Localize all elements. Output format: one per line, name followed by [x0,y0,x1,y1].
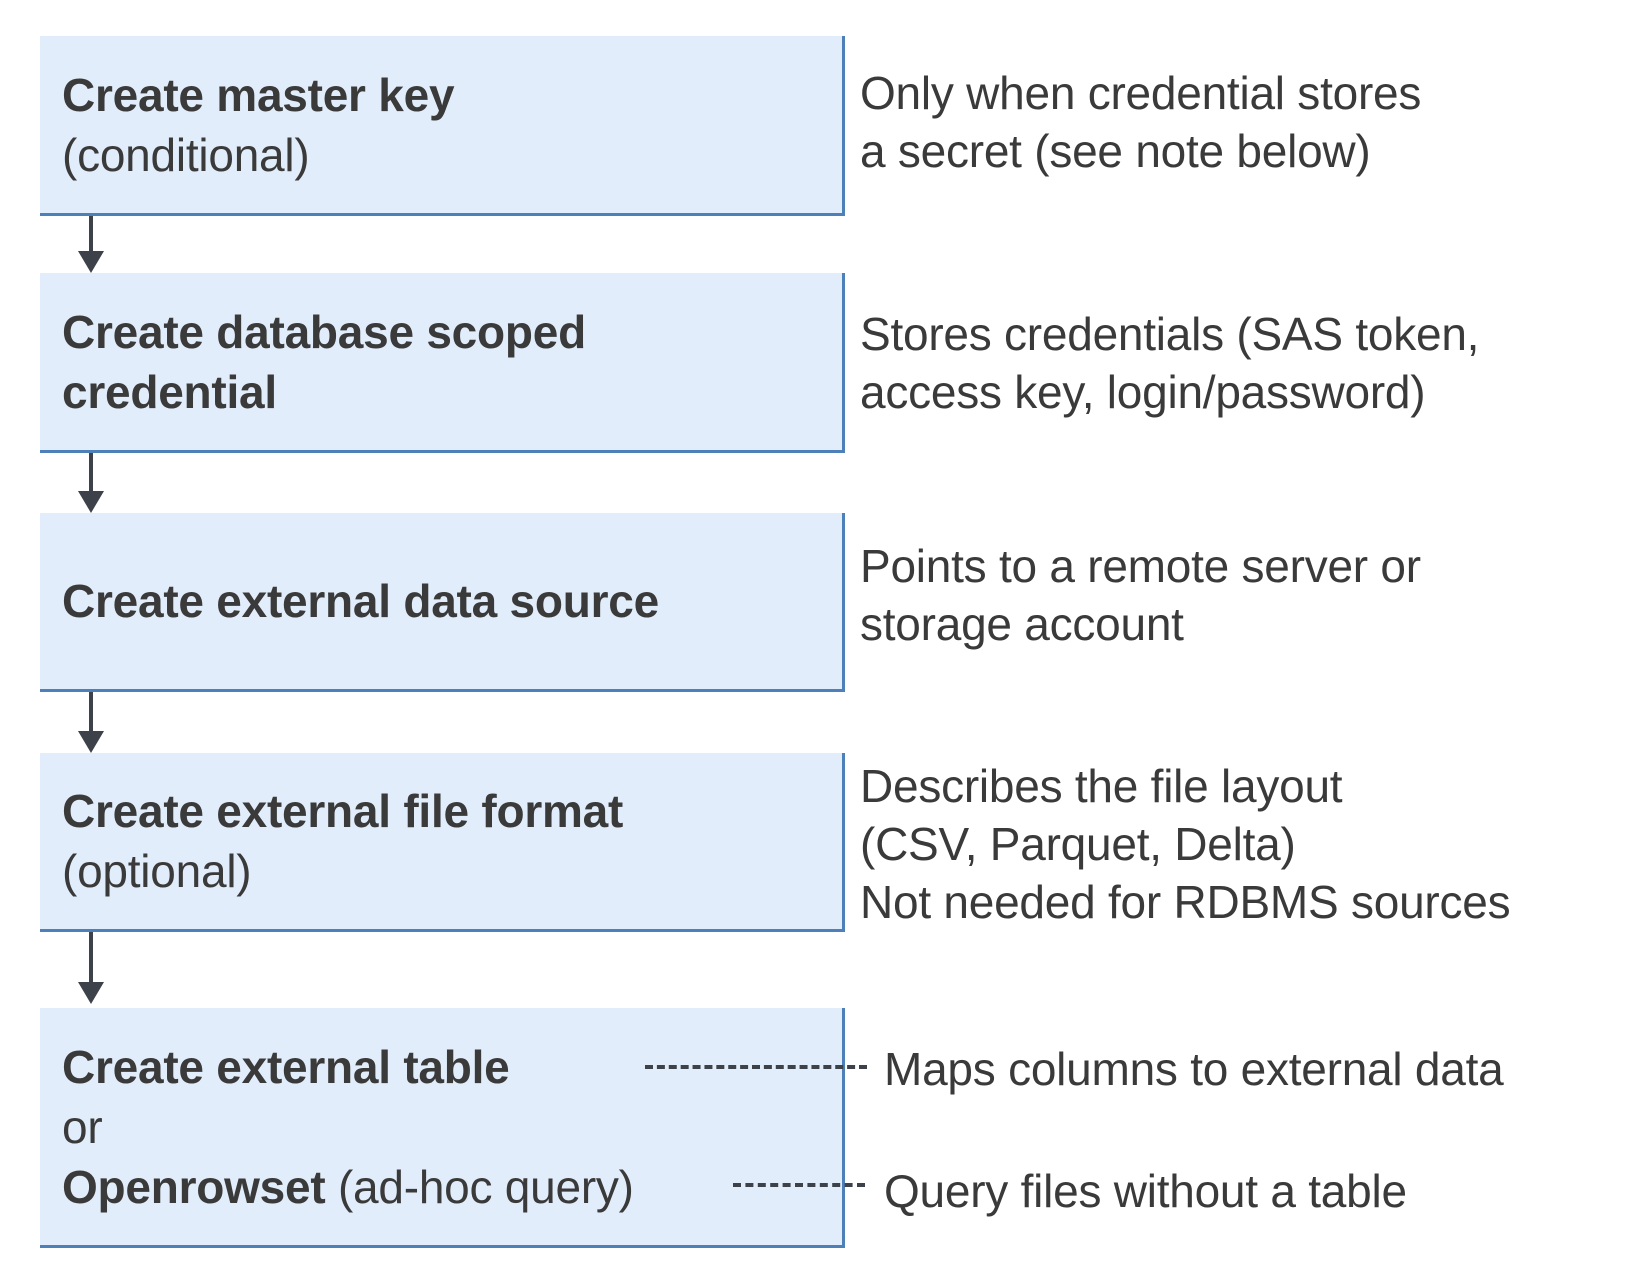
arrow-stem [89,216,93,255]
arrow-stem [89,932,93,986]
flow-box-create-external-file-format: Create external file format (optional) [40,753,845,932]
box-title: Create external data source [62,575,659,627]
box-title: Create external table [62,1040,510,1093]
flow-box-create-database-scoped-credential: Create database scoped credential [40,273,845,453]
flow-arrow-4 [78,932,104,1004]
flow-arrow-3 [78,692,104,753]
annotation-file-format: Describes the file layout (CSV, Parquet,… [860,760,1511,928]
arrow-head-icon [78,491,104,513]
box-subtitle: (conditional) [62,128,310,181]
arrow-head-icon [78,982,104,1004]
annotation-openrowset: Query files without a table [884,1165,1407,1217]
box-subtitle: (optional) [62,845,252,897]
arrow-stem [89,692,93,735]
arrow-stem [89,453,93,495]
annotation-credential: Stores credentials (SAS token, access ke… [860,308,1480,418]
box-openrowset-line: Openrowset (ad-hoc query) [62,1160,634,1213]
flow-box-create-master-key: Create master key (conditional) [40,36,845,216]
box-or-text: or [62,1100,103,1153]
arrow-head-icon [78,251,104,273]
arrow-head-icon [78,731,104,753]
flow-box-create-external-data-source: Create external data source [40,513,845,692]
box-title: Create master key [62,68,455,121]
dashed-connector-openrowset [733,1183,865,1187]
annotation-data-source: Points to a remote server or storage acc… [860,540,1421,650]
box-title-line2: credential [62,365,277,418]
box-title: Create database scoped [62,305,586,358]
flow-arrow-1 [78,216,104,273]
annotation-master-key: Only when credential stores a secret (se… [860,67,1422,177]
annotation-external-table: Maps columns to external data [884,1043,1504,1095]
box-title: Create external file format [62,785,624,837]
flow-box-create-external-table-or-openrowset: Create external table or Openrowset (ad-… [40,1008,845,1248]
dashed-connector-external-table [645,1065,867,1069]
flow-arrow-2 [78,453,104,513]
